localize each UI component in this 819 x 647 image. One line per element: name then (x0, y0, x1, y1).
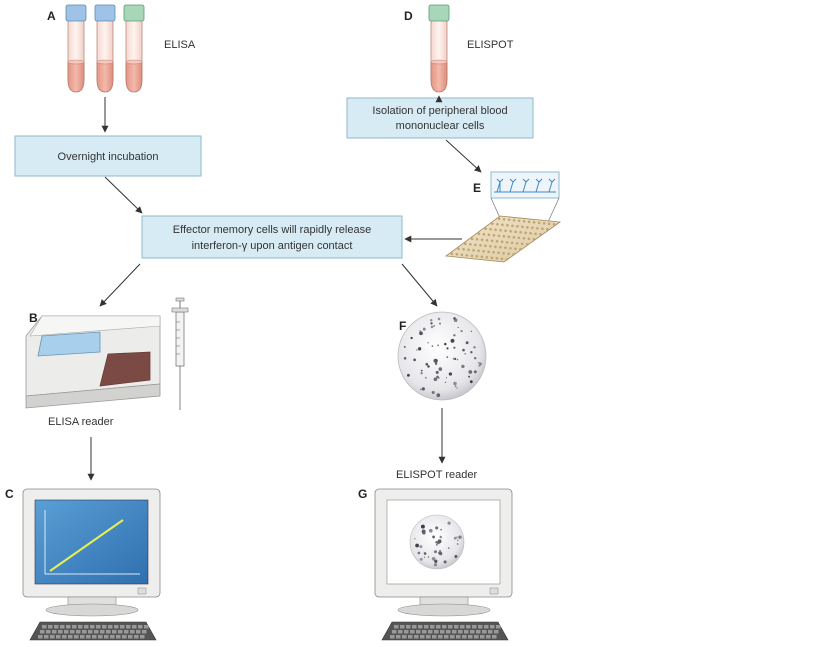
effector-text-line2: interferon-γ upon antigen contact (192, 240, 353, 252)
overnight-incubation-box: Overnight incubation (14, 135, 202, 177)
arrow-incubation-to-effector (104, 176, 143, 214)
panel-letter-g: G (358, 487, 367, 501)
elispot-well-icon (397, 311, 487, 401)
panel-letter-e: E (473, 181, 481, 195)
tube-2-icon (94, 4, 116, 93)
isolation-text-line1: Isolation of peripheral blood (372, 105, 507, 117)
elisa-reader-icon (25, 315, 161, 409)
syringe-icon (171, 297, 189, 410)
panel-letter-f: F (399, 319, 406, 333)
panel-letter-b: B (29, 311, 38, 325)
panel-letter-a: A (47, 9, 56, 23)
isolation-text-line2: mononuclear cells (396, 120, 485, 132)
arrow-effector-to-elisa-reader (99, 263, 141, 307)
tube-1-icon (65, 4, 87, 93)
panel-letter-d: D (404, 9, 413, 23)
elisa-standard-curve (44, 510, 140, 575)
isolation-box: Isolation of peripheral blood mononuclea… (346, 97, 534, 139)
elisa-label: ELISA (164, 39, 196, 51)
elispot-reader-label: ELISPOT reader (396, 469, 477, 481)
overnight-incubation-text: Overnight incubation (58, 151, 159, 163)
tube-3-icon (123, 4, 145, 93)
elispot-tube-icon (428, 4, 450, 93)
arrow-effector-to-elispot-well (401, 263, 438, 307)
effector-memory-box: Effector memory cells will rapidly relea… (141, 215, 403, 259)
elisa-tubes (65, 4, 145, 93)
arrow-isolation-to-plate (445, 139, 482, 173)
computer-c-icon (22, 488, 161, 641)
elisa-reader-label: ELISA reader (48, 416, 114, 428)
computer-g-icon (374, 488, 513, 641)
microplate-icon (444, 171, 562, 263)
effector-text-line1: Effector memory cells will rapidly relea… (173, 224, 371, 236)
elispot-label: ELISPOT (467, 39, 514, 51)
panel-letter-c: C (5, 487, 14, 501)
